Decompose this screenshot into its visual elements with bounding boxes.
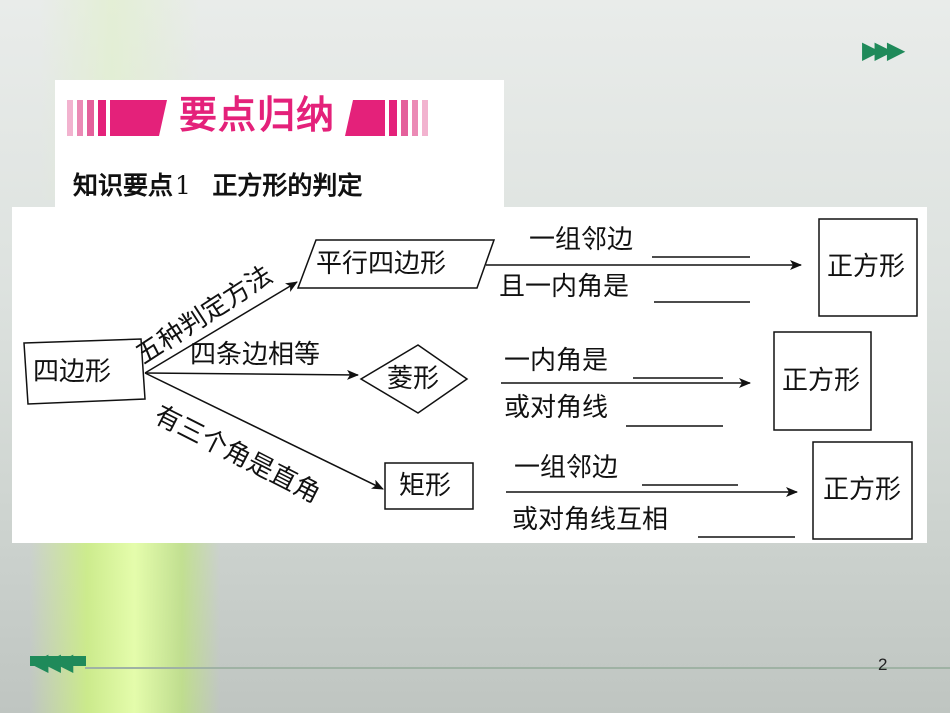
result-box-mid	[773, 331, 872, 431]
result-mid-label: 正方形	[782, 366, 861, 396]
banner-title: 要点归纳	[179, 93, 336, 137]
condition-mid-2: 或对角线	[504, 393, 609, 423]
parallelogram-label: 平行四边形	[316, 249, 447, 279]
condition-mid-1: 一内角是	[504, 346, 609, 376]
branch-top-arrow	[144, 281, 298, 374]
subtitle-number: 1	[175, 171, 191, 200]
subtitle-prefix: 知识要点	[73, 171, 174, 200]
branch-bottom-arrow	[144, 372, 384, 490]
rhombus-node	[359, 344, 469, 414]
condition-bottom-2: 或对角线互相	[512, 505, 669, 535]
footer-divider	[85, 667, 950, 669]
branch-mid-label: 四条边相等	[190, 340, 321, 370]
condition-bottom-1: 一组邻边	[514, 453, 619, 483]
section-header: 要点归纳 知识要点1 正方形的判定	[55, 80, 504, 208]
prev-slide-icon[interactable]: ◀◀◀	[30, 648, 73, 676]
branch-mid-arrow	[144, 369, 359, 380]
result-bottom-label: 正方形	[823, 475, 902, 505]
start-box	[23, 338, 146, 405]
parallelogram-node	[296, 239, 496, 289]
rectangle-label: 矩形	[399, 471, 452, 501]
result-top-label: 正方形	[827, 252, 906, 282]
rhombus-label: 菱形	[387, 364, 440, 394]
flow-diagram: 四边形 五种判定方法 四条边相等 有三个角是直角 平行四边形 菱形 矩形 一组邻…	[12, 207, 927, 543]
page-number: 2	[878, 655, 888, 674]
condition-top-1: 一组邻边	[529, 225, 634, 255]
diagram-lines	[23, 218, 918, 540]
banner-decoration	[67, 100, 428, 136]
start-label: 四边形	[33, 357, 112, 387]
section-subtitle: 知识要点1 正方形的判定	[73, 166, 362, 202]
result-box-top	[818, 218, 918, 317]
rectangle-node	[384, 462, 474, 510]
subtitle-topic: 正方形的判定	[212, 171, 363, 200]
result-box-bottom	[812, 441, 913, 540]
next-slide-icon[interactable]: ▶▶▶	[862, 36, 905, 64]
prev-bar	[30, 656, 86, 666]
condition-top-2: 且一内角是	[499, 272, 630, 302]
